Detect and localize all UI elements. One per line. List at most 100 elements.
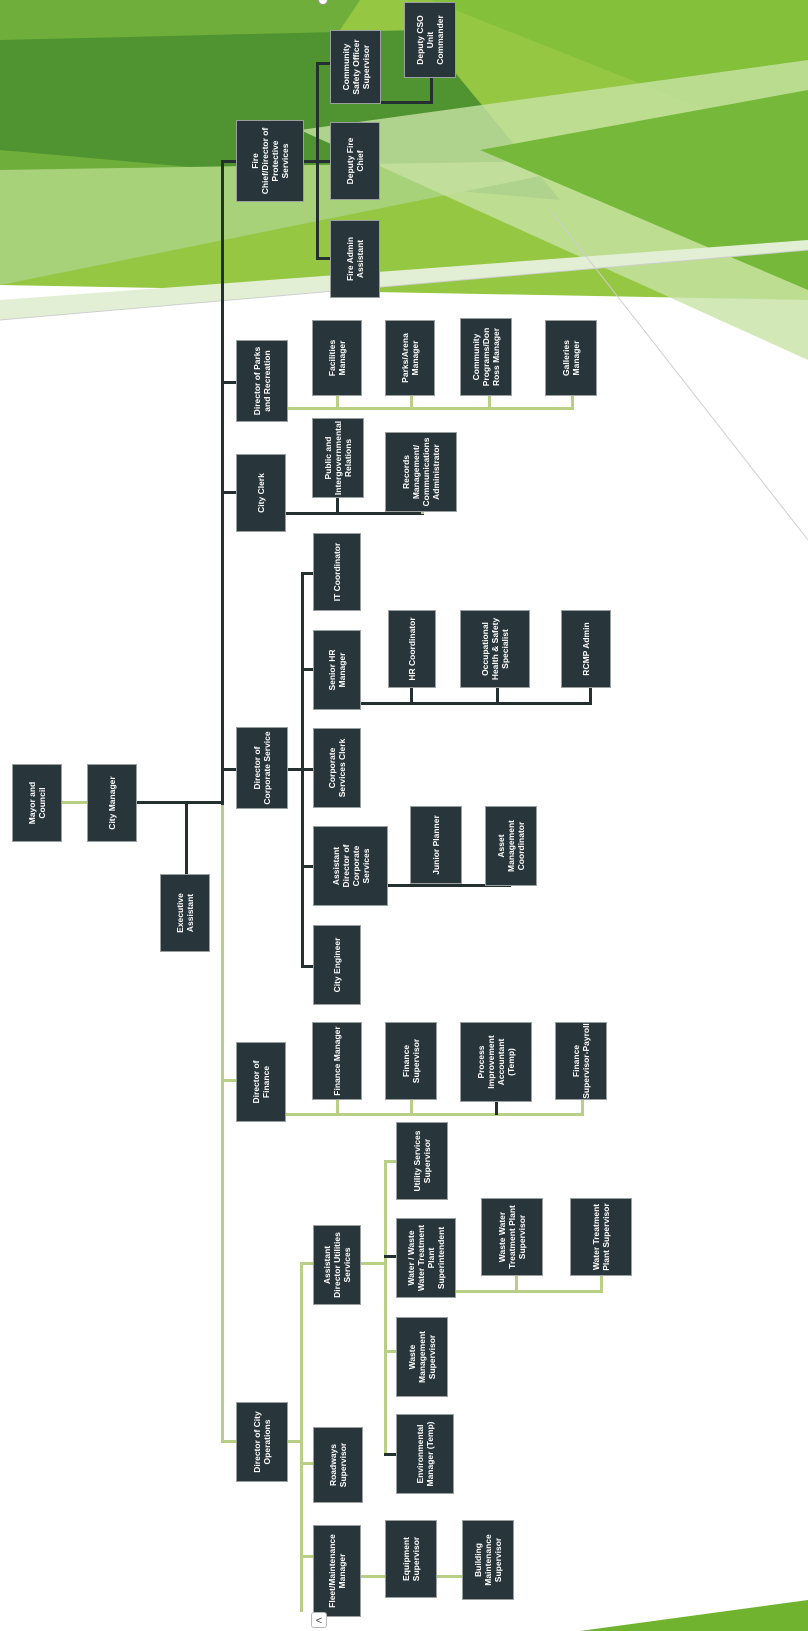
connector-line bbox=[300, 1262, 303, 1612]
waste-mgmt-label: WasteManagementSupervisor bbox=[407, 1331, 437, 1383]
city-manager-label: City Manager bbox=[107, 776, 117, 829]
public-relations-label: Public andIntergovernmentalRelations bbox=[323, 421, 353, 495]
city-engineer-label: City Engineer bbox=[332, 938, 342, 993]
community-programs-label: CommunityPrograms/DonRoss Manager bbox=[471, 328, 501, 387]
hr-coord-label: HR Coordinator bbox=[407, 617, 417, 680]
connector-line bbox=[62, 801, 87, 804]
it-coord-box[interactable]: IT Coordinator bbox=[313, 533, 361, 611]
city-manager-box[interactable]: City Manager bbox=[87, 764, 137, 842]
connector-line bbox=[221, 805, 224, 1440]
finance-manager-label: Finance Manager bbox=[332, 1026, 342, 1095]
deputy-cso-label: Deputy CSOUnitCommander bbox=[415, 15, 445, 65]
connector-line bbox=[410, 1098, 413, 1115]
it-coord-label: IT Coordinator bbox=[332, 543, 342, 602]
connector-line bbox=[360, 702, 592, 705]
connector-line bbox=[600, 1276, 603, 1292]
connector-line bbox=[221, 1079, 236, 1082]
junior-planner-label: Junior Planner bbox=[431, 815, 441, 875]
ohs-label: OccupationalHealth & SafetySpecialist bbox=[480, 618, 510, 680]
connector-line bbox=[301, 768, 313, 771]
junior-planner-box[interactable]: Junior Planner bbox=[410, 806, 462, 884]
rcmp-box[interactable]: RCMP Admin bbox=[561, 610, 611, 688]
connector-line bbox=[384, 1160, 387, 1456]
hr-coord-box[interactable]: HR Coordinator bbox=[388, 610, 436, 688]
dir-corporate-label: Director ofCorporate Service bbox=[252, 731, 272, 804]
city-clerk-box[interactable]: City Clerk bbox=[236, 454, 286, 532]
connector-line bbox=[221, 768, 236, 771]
finance-manager-box[interactable]: Finance Manager bbox=[312, 1022, 362, 1100]
connector-line bbox=[410, 686, 413, 704]
executive-assistant-label: ExecutiveAssistant bbox=[175, 893, 195, 933]
connector-line bbox=[301, 668, 313, 671]
connector-line bbox=[282, 1113, 584, 1116]
connector-line bbox=[381, 101, 433, 104]
connector-line bbox=[301, 572, 313, 575]
city-engineer-box[interactable]: City Engineer bbox=[313, 925, 361, 1005]
connector-line bbox=[300, 1555, 313, 1558]
connector-line bbox=[336, 1098, 339, 1115]
city-clerk-label: City Clerk bbox=[256, 473, 266, 513]
rcmp-label: RCMP Admin bbox=[581, 622, 591, 675]
water-plant-super-label: Water / WasteWater TreatmentPlantSuperin… bbox=[406, 1225, 446, 1291]
process-improvement-label: ProcessImprovementAccountant(Temp) bbox=[476, 1035, 516, 1088]
connector-line bbox=[301, 965, 313, 968]
connector-line bbox=[384, 1350, 396, 1353]
fleet-label: Fleet/MaintenanceManager bbox=[327, 1534, 347, 1608]
connector-line bbox=[221, 160, 236, 163]
connector-line bbox=[300, 1462, 313, 1465]
scroll-left-icon[interactable]: < bbox=[311, 1612, 327, 1628]
